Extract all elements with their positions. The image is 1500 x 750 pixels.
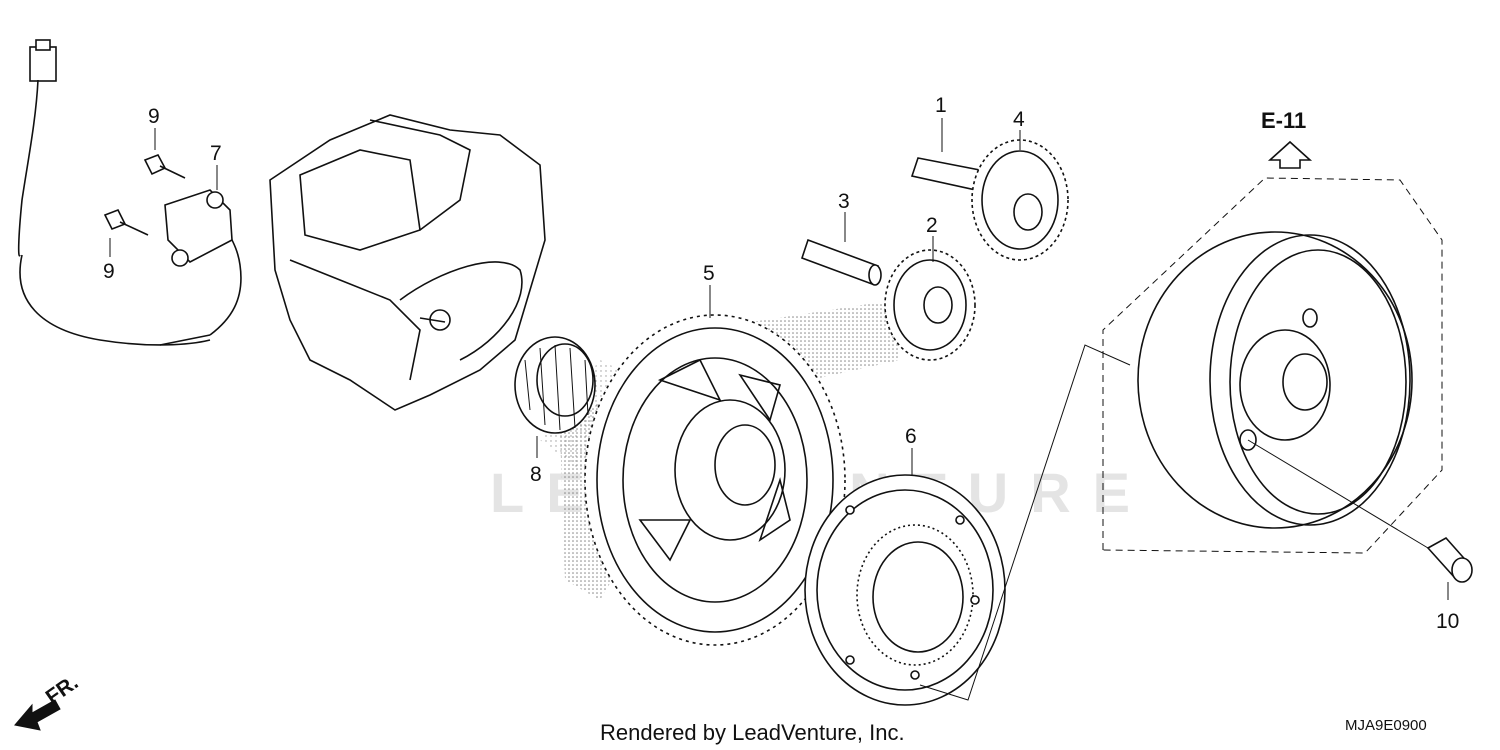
front-direction-arrow-icon: [14, 699, 61, 731]
callout-3: 3: [838, 190, 850, 213]
flywheel-reference-outline: [1102, 177, 1443, 554]
callout-8: 8: [530, 463, 542, 486]
bolt-part-9-lower: [103, 208, 149, 236]
bolt-part-9-upper: [143, 154, 186, 179]
leader-lines: [109, 118, 1449, 701]
callout-9-upper: 9: [148, 105, 160, 128]
callout-1: 1: [935, 94, 947, 117]
flywheel: [1137, 231, 1413, 529]
callout-9-lower: 9: [103, 260, 115, 283]
sensor-part-7: [164, 189, 233, 267]
reference-label: E-11: [1261, 108, 1306, 133]
needle-bearing-part-8: [514, 336, 596, 434]
bolt-part-10: [1426, 536, 1473, 583]
credit-text: Rendered by LeadVenture, Inc.: [600, 720, 905, 745]
idle-gear-part-4: [971, 139, 1069, 261]
wire-harness: [17, 39, 242, 346]
callout-7: 7: [210, 142, 222, 165]
callout-5: 5: [703, 262, 715, 285]
callout-6: 6: [905, 425, 917, 448]
diagram-code: MJA9E0900: [1345, 717, 1427, 734]
idle-gear-part-2: [884, 249, 976, 361]
shaft-part-3: [800, 238, 882, 286]
callout-10: 10: [1436, 610, 1459, 633]
reference-arrow: [1267, 140, 1313, 169]
engine-block: [269, 114, 546, 411]
callout-4: 4: [1013, 108, 1025, 131]
callout-2: 2: [926, 214, 938, 237]
starter-driven-gear-part-5: [584, 314, 846, 646]
direction-label: FR.: [42, 671, 83, 709]
one-way-clutch-part-6: [804, 474, 1006, 706]
